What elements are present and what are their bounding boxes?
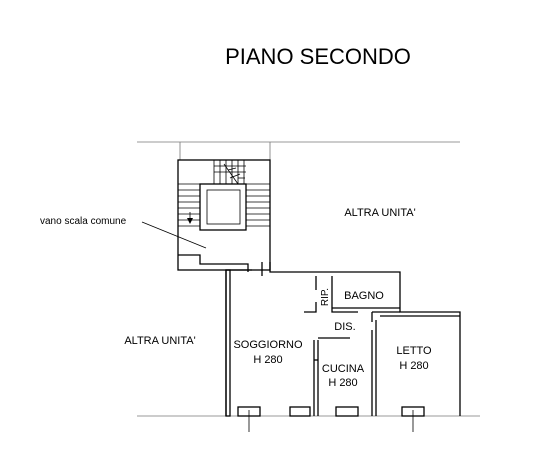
letto-height: H 280: [399, 360, 428, 372]
altra-unita-left-label: ALTRA UNITA': [124, 335, 195, 347]
upper-boundary: [137, 141, 460, 160]
cucina-height: H 280: [328, 377, 357, 389]
letto-label: LETTO: [396, 345, 432, 357]
dis-label: DIS.: [334, 321, 355, 333]
soggiorno-height: H 280: [253, 354, 282, 366]
stair-arrow-icon: [187, 212, 193, 224]
staircase: [177, 159, 271, 272]
interior-walls: [304, 276, 460, 416]
ground-line: [137, 410, 480, 432]
bagno-label: BAGNO: [344, 290, 384, 302]
rip-label: RIP.: [320, 288, 331, 306]
soggiorno-label: SOGGIORNO: [233, 339, 303, 351]
stair-leader-line: [141, 221, 207, 249]
stair-treads: [178, 160, 270, 227]
vano-scala-label: vano scala comune: [40, 216, 127, 227]
altra-unita-right-label: ALTRA UNITA': [344, 207, 415, 219]
windows: [237, 406, 425, 417]
stair-break-symbol: [223, 163, 245, 185]
cucina-label: CUCINA: [322, 363, 365, 375]
apartment-walls: [225, 262, 461, 417]
plan-title: PIANO SECONDO: [225, 44, 411, 69]
